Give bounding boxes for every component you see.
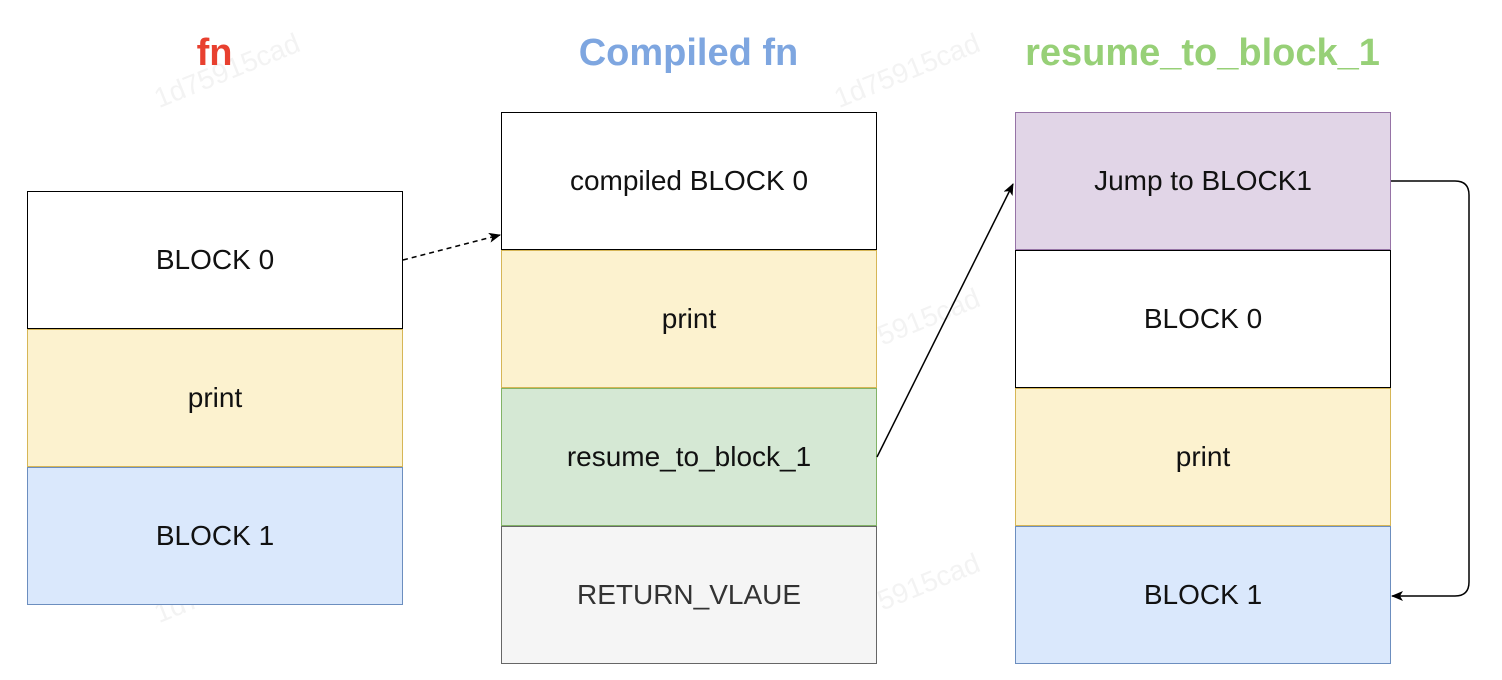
compiled-block-resume: resume_to_block_1: [501, 388, 877, 526]
compiled-fn-column: compiled BLOCK 0 print resume_to_block_1…: [501, 112, 877, 664]
dashed-arrow-fn-to-compiled: [402, 232, 501, 261]
resume-block-1: BLOCK 1: [1015, 526, 1391, 664]
fn-column: BLOCK 0 print BLOCK 1: [27, 191, 403, 605]
compiled-block-print: print: [501, 250, 877, 388]
fn-title: fn: [196, 32, 233, 74]
block-label: RETURN_VLAUE: [576, 579, 802, 610]
block-label: compiled BLOCK 0: [569, 165, 809, 196]
arrow-resume-to-jump: [876, 183, 1014, 458]
resume-column: Jump to BLOCK1 BLOCK 0 print BLOCK 1: [1015, 112, 1391, 664]
block-label: print: [187, 382, 243, 413]
block-label: BLOCK 1: [155, 520, 275, 551]
arrow-jump-to-block1: [1391, 180, 1470, 601]
block-label: BLOCK 0: [1143, 303, 1263, 334]
fn-block-0: BLOCK 0: [27, 191, 403, 329]
fn-block-print: print: [27, 329, 403, 467]
block-label: resume_to_block_1: [566, 441, 812, 472]
block-label: print: [661, 303, 717, 334]
resume-to-block-1-title: resume_to_block_1: [1025, 32, 1380, 74]
resume-block-jump: Jump to BLOCK1: [1015, 112, 1391, 250]
fn-block-1: BLOCK 1: [27, 467, 403, 605]
compiled-fn-title: Compiled fn: [578, 32, 799, 74]
compiled-block-0: compiled BLOCK 0: [501, 112, 877, 250]
block-label: BLOCK 0: [155, 244, 275, 275]
block-label: Jump to BLOCK1: [1094, 165, 1312, 196]
block-label: BLOCK 1: [1143, 579, 1263, 610]
compiled-block-return: RETURN_VLAUE: [501, 526, 877, 664]
resume-block-0: BLOCK 0: [1015, 250, 1391, 388]
resume-block-print: print: [1015, 388, 1391, 526]
block-label: print: [1175, 441, 1231, 472]
